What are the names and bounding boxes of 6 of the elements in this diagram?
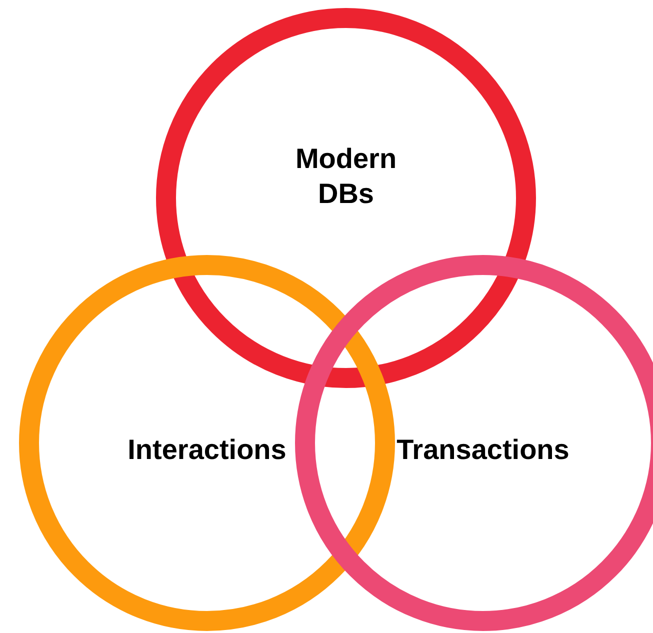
venn-circle <box>19 255 395 631</box>
circle-label: Modern DBs <box>294 142 398 211</box>
circle-label: Interactions <box>128 432 286 466</box>
venn-circle <box>295 255 653 631</box>
venn-circle <box>156 8 536 388</box>
circle-label: Transactions <box>396 432 570 466</box>
